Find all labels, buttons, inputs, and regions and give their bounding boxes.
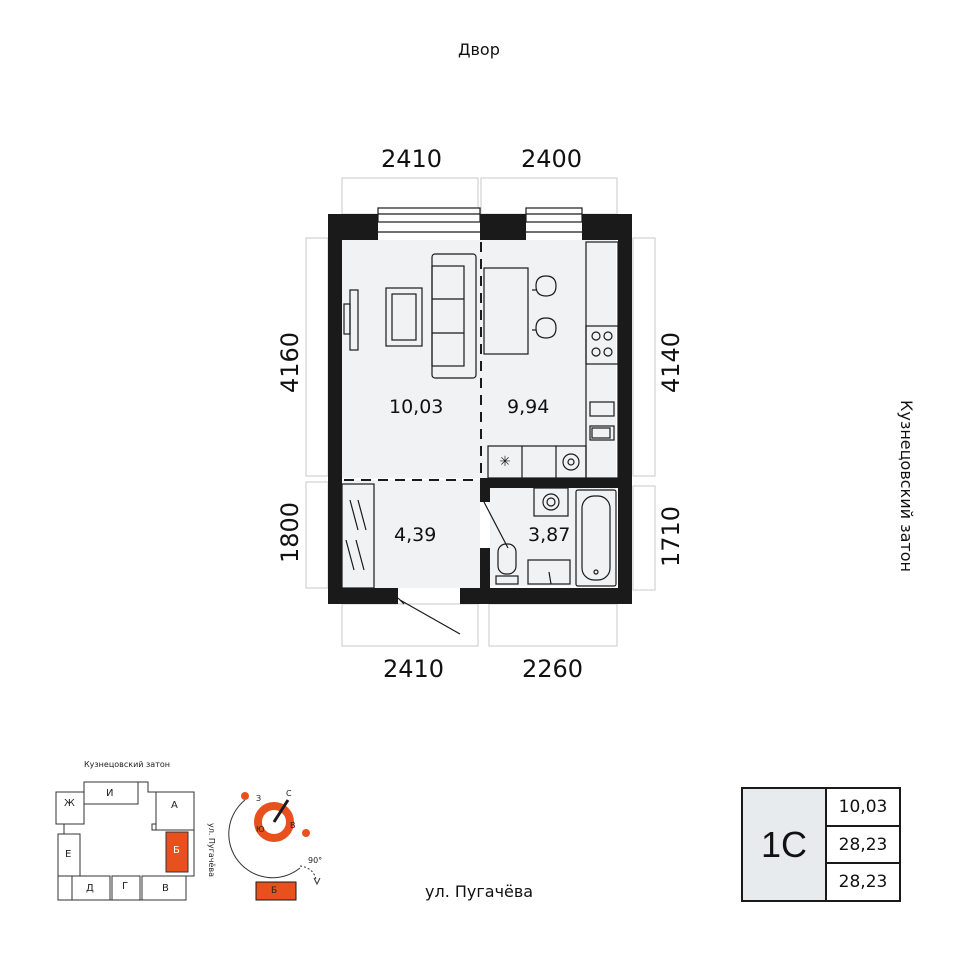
dimension-bottom-right: 2260 <box>522 655 584 683</box>
room-area-living: 10,03 <box>389 396 444 418</box>
summary-total-area-2: 28,23 <box>838 872 888 893</box>
site-plan-section-v: В <box>162 883 169 894</box>
site-plan-section-e: Е <box>65 849 72 860</box>
sofa-icon <box>431 253 477 379</box>
table-icon <box>385 287 423 347</box>
site-plan-section-g: Г <box>122 881 129 892</box>
site-plan-section-a: А <box>171 800 178 811</box>
site-plan-section-d: Д <box>86 883 94 894</box>
dimension-top-left: 2410 <box>381 145 443 173</box>
bottom-street-label: ул. Пугачёва <box>425 882 534 901</box>
summary-living-area: 10,03 <box>827 789 899 827</box>
compass-north: С <box>286 789 292 798</box>
room-area-kitchen: 9,94 <box>507 396 550 418</box>
bathroom-door <box>483 501 509 549</box>
hall-floor <box>342 480 480 588</box>
site-plan-street-side: ул. Пугачёва <box>207 822 216 878</box>
entrance-door <box>397 597 461 635</box>
bathroom-fixtures <box>495 487 617 587</box>
room-area-hall: 4,39 <box>394 524 437 546</box>
fridge-icon: ✳ <box>499 454 511 470</box>
dimension-bottom-left: 2410 <box>383 655 445 683</box>
tv-icon <box>343 289 359 351</box>
kitchen-counter <box>487 241 619 479</box>
site-plan-section-i: И <box>106 788 114 799</box>
compass-west: З <box>256 794 262 803</box>
room-area-bathroom: 3,87 <box>528 524 571 546</box>
windows <box>377 207 583 233</box>
site-plan-street-top: Кузнецовский затон <box>84 760 170 769</box>
dining-table-icon <box>483 267 557 355</box>
dimension-right-lower: 1710 <box>657 505 685 567</box>
dimension-left-upper: 4160 <box>276 331 304 393</box>
dimension-top-right: 2400 <box>521 145 583 173</box>
site-plan-section-zh: Ж <box>64 798 75 809</box>
site-plan-section-b: Б <box>173 845 180 856</box>
compass-south: Ю <box>256 825 265 834</box>
compass-east: В <box>290 821 296 830</box>
compass-rotation: 90° <box>308 856 323 865</box>
washer-icon <box>562 453 580 471</box>
apartment-code: 1С <box>743 789 827 900</box>
wardrobe-icon <box>341 483 375 589</box>
dimension-left-lower: 1800 <box>276 501 304 563</box>
apartment-summary: 1С 10,03 28,23 28,23 <box>741 787 901 902</box>
compass-section-badge: Б <box>271 886 278 896</box>
walls <box>328 214 632 604</box>
top-street-label: Двор <box>458 40 500 59</box>
dimension-right-upper: 4140 <box>657 331 685 393</box>
summary-total-area: 28,23 <box>827 827 899 865</box>
